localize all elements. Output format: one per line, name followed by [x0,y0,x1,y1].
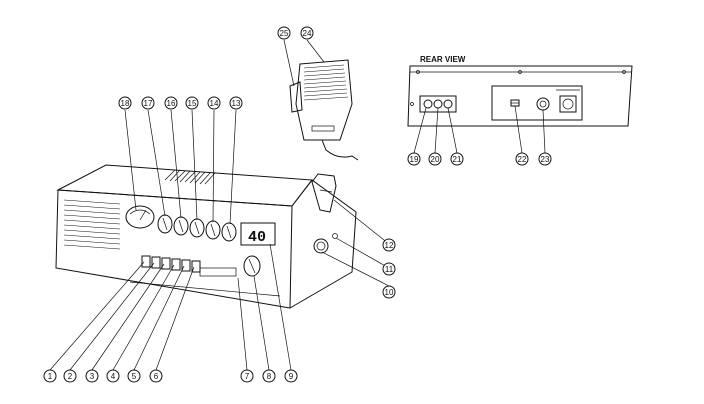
rear-jack-20[interactable] [433,99,443,109]
channel-display-value: 40 [248,229,266,246]
callout-label: 16 [167,99,176,108]
mic-holder-bracket [311,173,337,213]
rear-screw [410,102,414,106]
callout-label: 2 [68,372,73,381]
callout-label: 4 [111,372,116,381]
callout-19: 19 [407,152,421,166]
leader-lines [49,39,546,371]
callout-18: 18 [118,96,132,110]
mic-body [295,59,353,141]
callout-2: 2 [63,369,77,383]
rear-screw [622,70,626,74]
button-3[interactable] [161,257,171,270]
callout-label: 1 [48,372,53,381]
callout-label: 7 [245,372,250,381]
callout-label: 5 [132,372,137,381]
callout-label: 20 [431,155,440,164]
mic-grille [303,64,349,101]
button-1[interactable] [141,255,151,268]
callout-label: 17 [144,99,153,108]
callout-10: 10 [382,285,396,299]
callout-24: 24 [300,26,314,40]
rear-connector-panel [491,85,583,121]
callout-label: 6 [154,372,159,381]
callout-label: 21 [453,155,462,164]
rear-jack-21[interactable] [443,99,453,109]
callout-15: 15 [185,96,199,110]
callout-3: 3 [85,369,99,383]
rear-socket[interactable] [559,95,577,113]
callout-14: 14 [207,96,221,110]
button-2[interactable] [151,256,161,269]
callout-label: 10 [385,288,394,297]
callout-22: 22 [515,152,529,166]
callout-label: 13 [232,99,241,108]
antenna-connector-23[interactable] [536,97,550,111]
callout-4: 4 [106,369,120,383]
callout-13: 13 [229,96,243,110]
rear-jack-19[interactable] [423,99,433,109]
callout-16: 16 [164,96,178,110]
button-4[interactable] [171,258,181,271]
callout-21: 21 [450,152,464,166]
callout-11: 11 [382,262,396,276]
speaker-grille [63,199,121,250]
callout-label: 15 [188,99,197,108]
callout-17: 17 [141,96,155,110]
callout-12: 12 [382,238,396,252]
button-6[interactable] [191,260,201,273]
callout-1: 1 [43,369,57,383]
rear-panel [407,65,633,127]
callout-label: 22 [518,155,527,164]
callout-25: 25 [277,26,291,40]
mic-jack[interactable] [313,238,329,254]
callout-label: 19 [410,155,419,164]
callout-label: 3 [90,372,95,381]
callout-label: 8 [267,372,272,381]
microphone [289,59,359,161]
callout-label: 23 [541,155,550,164]
callout-5: 5 [127,369,141,383]
radio-unit: 40 [55,164,357,309]
mic-label [311,125,335,132]
callout-label: 11 [385,265,394,274]
channel-display [240,222,276,246]
callout-label: 25 [280,29,289,38]
callouts: 1 2 3 4 5 6 7 8 9 10 11 12 13 14 15 16 1… [43,26,552,383]
push-buttons [141,255,201,273]
radio-right-side [289,179,357,309]
s-meter [125,205,155,229]
rear-screw [416,70,420,74]
rear-view: REAR VIEW [407,55,633,127]
callout-7: 7 [240,369,254,383]
callout-20: 20 [428,152,442,166]
knob-13[interactable] [221,222,237,242]
callout-6: 6 [149,369,163,383]
rear-screw [518,70,522,74]
mic-ptt-switch[interactable] [289,81,303,113]
callout-label: 9 [289,372,294,381]
callout-9: 9 [284,369,298,383]
callout-label: 24 [303,29,312,38]
brand-badge [199,267,237,277]
callout-label: 14 [210,99,219,108]
callout-label: 12 [385,241,394,250]
callout-8: 8 [262,369,276,383]
button-5[interactable] [181,259,191,272]
channel-selector-knob[interactable] [243,255,261,277]
callout-23: 23 [538,152,552,166]
side-screw [332,233,338,239]
callout-label: 18 [121,99,130,108]
mic-cord [321,139,359,161]
rear-view-title: REAR VIEW [420,55,466,64]
top-grille [164,169,216,185]
